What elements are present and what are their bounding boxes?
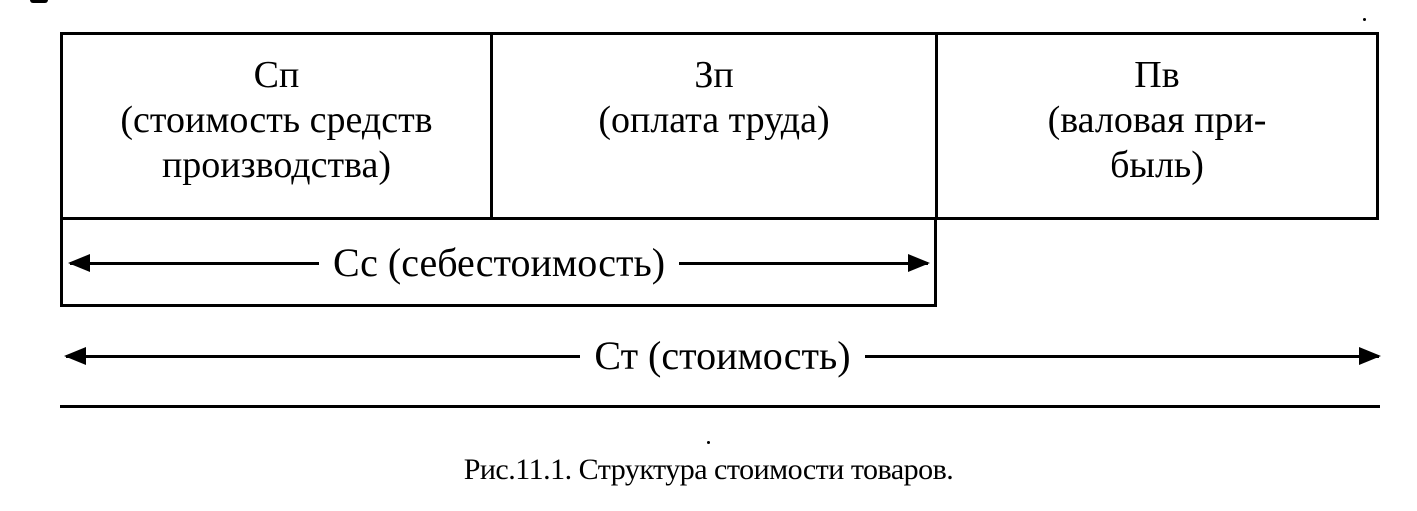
left-arrow-icon	[68, 253, 319, 272]
total-value-label: Ст (стоимость)	[594, 333, 851, 378]
cost-price-box	[60, 217, 937, 307]
right-arrow-icon	[864, 346, 1382, 365]
cell-symbol: Сп	[253, 54, 300, 96]
cell-symbol: Пв	[1134, 54, 1180, 96]
baseline-rule	[60, 405, 1380, 408]
figure-caption: Рис.11.1. Структура стоимости товаров.	[463, 453, 954, 486]
cell-symbol: Зп	[694, 54, 734, 96]
cell-labor-payment: Зп (оплата труда)	[493, 35, 938, 217]
cell-description-line: производства)	[161, 144, 392, 186]
cell-means-of-production: Сп (стоимость средств производства)	[63, 35, 493, 217]
cropped-text-fragment	[30, 0, 70, 8]
cell-description-line: (оплата труда)	[598, 99, 830, 141]
cell-gross-profit: Пв (валовая при- быль)	[938, 35, 1376, 217]
cost-price-span-arrow: Сс (себестоимость)	[68, 240, 930, 286]
scan-speck	[1363, 18, 1366, 21]
left-arrow-icon	[63, 346, 581, 365]
scan-speck	[707, 441, 710, 444]
cell-description-line: (стоимость средств	[120, 99, 433, 141]
cell-description-line: (валовая при-	[1047, 99, 1267, 141]
right-arrow-icon	[679, 253, 930, 272]
cost-price-label: Сс (себестоимость)	[332, 240, 666, 285]
cell-description-line: быль)	[1110, 144, 1204, 186]
total-value-span-arrow: Ст (стоимость)	[63, 333, 1382, 379]
value-structure-box: Сп (стоимость средств производства) Зп (…	[60, 32, 1379, 220]
